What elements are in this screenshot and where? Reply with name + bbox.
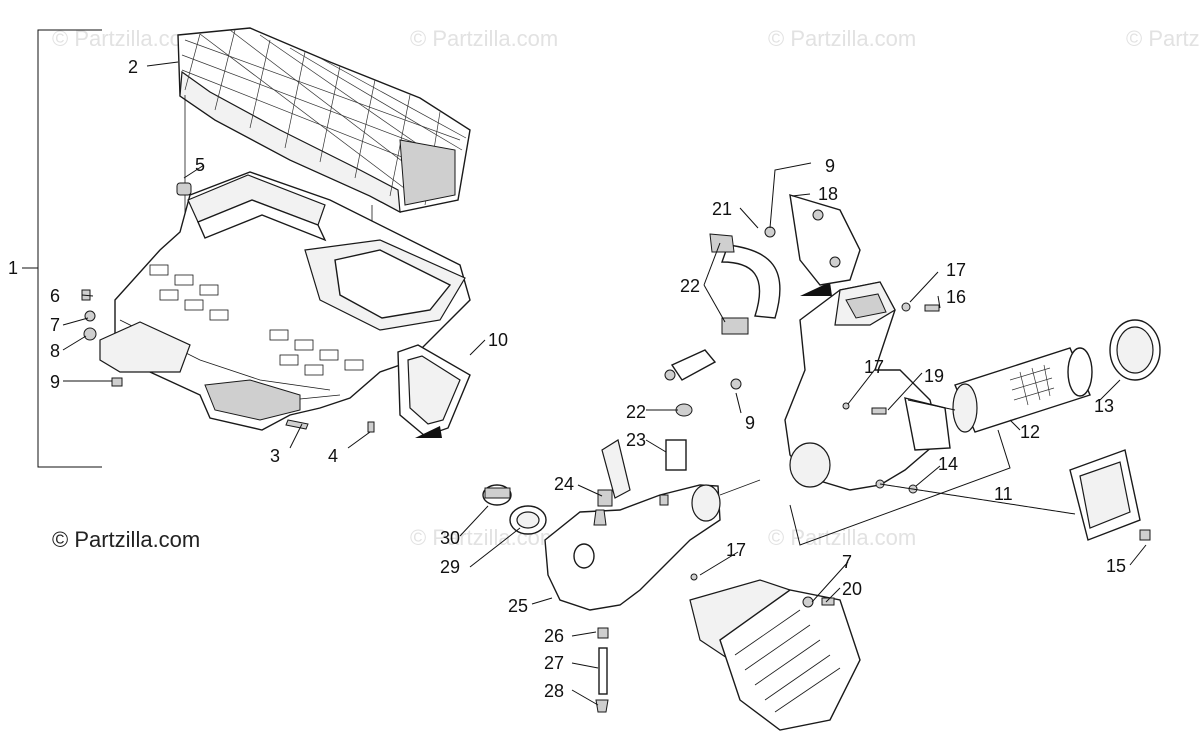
part-20-screw (821, 597, 835, 606)
watermark: © Partzilla.com (410, 26, 558, 51)
fitting (597, 489, 613, 507)
watermark: © Partzilla.com (768, 525, 916, 550)
callout-9: 9 (50, 372, 60, 392)
leader-lines (62, 61, 1147, 706)
callout-19: 19 (924, 366, 944, 386)
watermark-layer: © Partzilla.com © Partzilla.com © Partzi… (52, 26, 1200, 550)
control-module (1069, 449, 1141, 541)
callout-24: 24 (554, 474, 574, 494)
callout-8: 8 (50, 341, 60, 361)
callout-1: 1 (8, 258, 18, 278)
callout-17: 17 (946, 260, 966, 280)
callout-21: 21 (712, 199, 732, 219)
callout-10: 10 (488, 330, 508, 350)
callout-17: 17 (726, 540, 746, 560)
callout-20: 20 (842, 579, 862, 599)
callout-29: 29 (440, 557, 460, 577)
callout-6: 6 (50, 286, 60, 306)
air-box-tray (99, 171, 471, 431)
part-9-nut (764, 226, 776, 238)
callout-22: 22 (680, 276, 700, 296)
part-4-fastener (367, 421, 375, 433)
callout-30: 30 (440, 528, 460, 548)
callout-15: 15 (1106, 556, 1126, 576)
dash-line (907, 399, 956, 411)
callout-7: 7 (842, 552, 852, 572)
elbow-duct (544, 479, 761, 611)
part-17-washer (690, 573, 698, 581)
hose (709, 233, 781, 335)
part-7-washer (802, 596, 814, 608)
callout-18: 18 (818, 184, 838, 204)
dash-line (879, 483, 1076, 515)
callout-3: 3 (270, 446, 280, 466)
callout-9: 9 (745, 413, 755, 433)
part-3-clip (285, 419, 309, 430)
mount-bracket (789, 194, 861, 286)
callout-7: 7 (50, 315, 60, 335)
part-15-screw (1139, 529, 1151, 541)
mounting-plate (689, 579, 861, 731)
callout-23: 23 (626, 430, 646, 450)
callout-labels: 1 2 5 6 7 8 9 3 4 10 9 18 21 22 17 16 17… (8, 57, 1126, 701)
callout-9: 9 (825, 156, 835, 176)
partzilla-logo: © Partzilla.com (52, 527, 200, 552)
air-filter (952, 347, 1093, 433)
callout-25: 25 (508, 596, 528, 616)
part-19-screw (871, 407, 887, 415)
callout-2: 2 (128, 57, 138, 77)
part-9-nut (111, 377, 123, 387)
direction-arrow (415, 426, 442, 438)
intake-grid-cover (177, 27, 471, 340)
vent-tube (601, 439, 631, 499)
callout-26: 26 (544, 626, 564, 646)
intake-housing (784, 281, 951, 491)
callout-4: 4 (328, 446, 338, 466)
part-17-washer (842, 402, 850, 410)
part-7-washer (84, 310, 96, 322)
callout-17: 17 (864, 357, 884, 377)
part-17-washer (901, 302, 911, 312)
watermark: © Partzilla.com (768, 26, 916, 51)
hose-clamp (675, 403, 693, 417)
callout-13: 13 (1094, 396, 1114, 416)
clamp-ring (1109, 319, 1161, 381)
callout-12: 12 (1020, 422, 1040, 442)
tube-section (665, 439, 687, 471)
part-8-grommet (83, 327, 97, 341)
assembly-bracket-11 (789, 429, 1011, 546)
breather-valve (664, 349, 717, 381)
gasket (397, 344, 471, 437)
part-16-screw (924, 304, 940, 312)
callout-11: 11 (994, 484, 1013, 504)
coupler-and-clamp (482, 484, 547, 535)
watermark: © Partzilla.com (1126, 26, 1200, 51)
callout-28: 28 (544, 681, 564, 701)
callout-5: 5 (195, 155, 205, 175)
part-9-nut (730, 378, 742, 390)
drain-assembly (595, 627, 609, 713)
part-5-plug (176, 182, 192, 196)
hardware-left (81, 182, 375, 433)
callout-27: 27 (544, 653, 564, 673)
callout-14: 14 (938, 454, 958, 474)
callout-16: 16 (946, 287, 966, 307)
callout-22: 22 (626, 402, 646, 422)
direction-arrow (800, 282, 832, 296)
assembly-bracket (37, 29, 102, 468)
